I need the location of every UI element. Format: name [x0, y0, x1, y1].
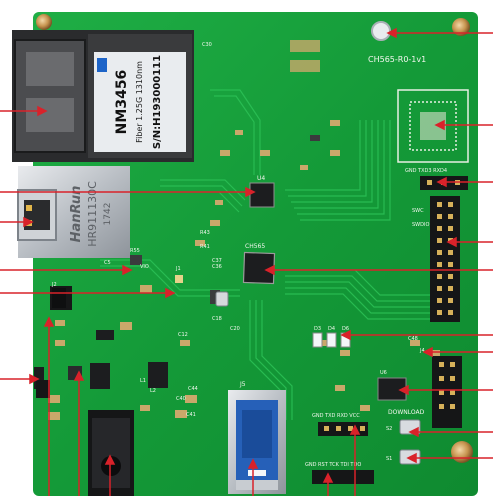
silk-ref: C37 — [212, 258, 222, 264]
bottom-jtag-pins — [324, 426, 365, 431]
mounting-screw — [451, 441, 473, 463]
board-version-label: CH565-R0-1v1 — [368, 55, 426, 64]
rj45-jack: HanRun HR911130C 1742 — [17, 166, 130, 258]
silk-ref: D4 — [328, 326, 335, 332]
download-label: DOWNLOAD — [388, 409, 425, 416]
silk-ref: S1 — [386, 456, 392, 462]
bottom-reset-header — [312, 470, 374, 484]
mid-right-header — [432, 356, 462, 428]
silk-ref: L2 — [150, 388, 156, 394]
usb-a-port — [228, 390, 286, 494]
silk-ref: C5 — [104, 260, 111, 266]
right-pin-header — [430, 196, 460, 322]
silk-ref: SWC — [412, 208, 424, 214]
mounting-screw — [36, 14, 52, 30]
bottom-jtag-label: GND TXD RXD VCC — [312, 413, 360, 419]
silk-ref: C40 — [176, 396, 186, 402]
silk-ref: J4 — [419, 348, 425, 354]
rj45-brand-text: HanRun — [69, 186, 84, 243]
silk-ref: J1 — [175, 266, 181, 272]
silk-ref: S2 — [386, 426, 392, 432]
mounting-hole — [371, 21, 391, 41]
led-group — [312, 332, 351, 348]
silk-ref: U6 — [380, 370, 387, 376]
silk-ref: VIO — [140, 264, 149, 270]
usb-label: J5 — [239, 381, 246, 388]
fiber-model-text: NM3456 — [114, 70, 130, 135]
silk-ref: D3 — [314, 326, 321, 332]
right-top-header-label: GND TXD3 RXD4 — [405, 168, 447, 174]
fiber-module: NM3456 Fiber 1.25G 1310nm S/N:H193000111 — [12, 30, 194, 162]
silk-ref: D6 — [342, 326, 349, 332]
silk-ref: C18 — [212, 316, 222, 322]
fiber-spec-text: Fiber 1.25G 1310nm — [135, 61, 144, 143]
silk-ref: C44 — [188, 386, 198, 392]
bottom-left-connector — [36, 380, 50, 398]
callout-annotations — [0, 27, 493, 496]
silk-ref: C48 — [408, 336, 418, 342]
silk-ref: C36 — [212, 264, 222, 270]
dc-barrel-jack — [88, 410, 134, 496]
silk-ref: SWDIO — [412, 222, 429, 228]
u4-label: U4 — [257, 175, 265, 182]
silk-ref: R55 — [130, 248, 140, 254]
fiber-module-label — [94, 52, 186, 152]
rj45-date-text: 1742 — [103, 203, 113, 226]
mid-right-header-pins — [439, 362, 455, 409]
bottom-reset-label: GND RST TCK TDI TDO — [305, 462, 361, 468]
rj45-part-text: HR911130C — [86, 181, 99, 247]
u4-chip — [249, 182, 275, 208]
left-jumper — [52, 288, 66, 308]
silk-ref: R43 — [200, 230, 210, 236]
silk-ref: C41 — [186, 412, 196, 418]
silk-ref: L1 — [140, 378, 146, 384]
silk-ref: C20 — [230, 326, 240, 332]
silk-ref: C30 — [202, 42, 212, 48]
silk-ref: J2 — [51, 282, 57, 288]
routed-traces — [100, 89, 430, 420]
power-section — [34, 286, 168, 389]
silkscreen-refs: C30 R55 VIO J1 C5 R41 C18 C12 D3 D4 D6 U… — [51, 42, 429, 462]
main-mcu-label: CH565 — [245, 243, 265, 250]
crystal — [215, 291, 229, 307]
fiber-serial-text: S/N:H193000111 — [152, 55, 163, 149]
silk-ref: C12 — [178, 332, 188, 338]
silk-ref: R41 — [200, 244, 210, 250]
mounting-screw — [452, 18, 470, 36]
